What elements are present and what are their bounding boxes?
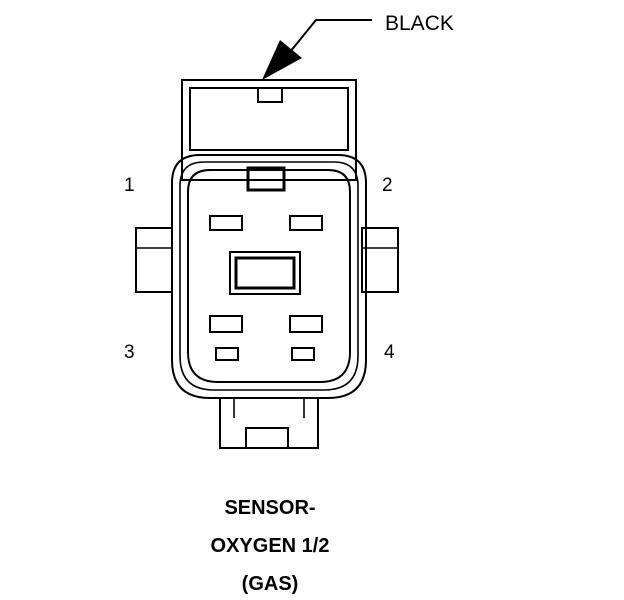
cavity-pin-4: [291, 347, 315, 361]
cavity-lower-left: [209, 315, 243, 333]
top-latch-notch: [257, 87, 283, 103]
outer-shell: [171, 154, 367, 399]
pin-label-4: 4: [384, 342, 395, 363]
cavity-upper-right: [289, 215, 323, 231]
top-key-cavity: [246, 166, 286, 192]
right-ear: [361, 227, 399, 293]
bottom-lock-inner: [245, 427, 289, 449]
pin-label-1: 1: [124, 175, 135, 196]
callout-label: BLACK: [385, 12, 454, 35]
pin-label-2: 2: [382, 175, 393, 196]
cavity-upper-left: [209, 215, 243, 231]
caption-line-2: OXYGEN 1/2: [211, 535, 330, 557]
left-ear: [135, 227, 173, 293]
callout-arrowhead: [262, 40, 302, 80]
top-housing: [181, 79, 357, 181]
color-callout: BLACK: [262, 12, 454, 80]
pin-label-3: 3: [124, 342, 135, 363]
shell-contour-middle: [179, 161, 359, 391]
connector-body: [135, 79, 399, 449]
center-cavity-outer: [229, 251, 301, 295]
center-cavity-inner: [234, 256, 296, 290]
caption-line-1: SENSOR-: [224, 497, 315, 519]
cavity-lower-right: [289, 315, 323, 333]
connector-caption: SENSOR- OXYGEN 1/2 (GAS): [211, 497, 330, 595]
cavity-pin-3: [215, 347, 239, 361]
caption-line-3: (GAS): [242, 573, 299, 595]
callout-leader-line: [289, 19, 372, 53]
inner-face: [187, 169, 351, 383]
pin-labels: 1 2 3 4: [124, 175, 395, 363]
top-latch: [189, 87, 349, 151]
